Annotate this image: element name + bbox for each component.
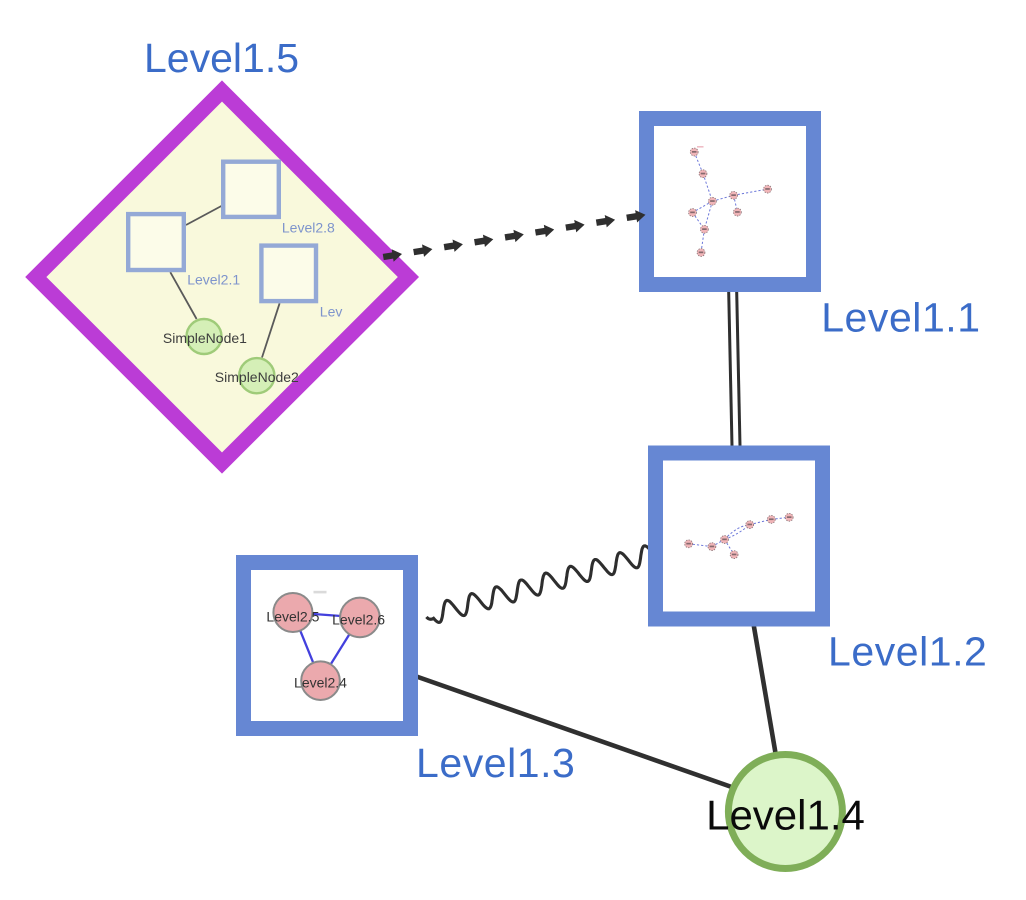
svg-text:Level2.6: Level2.6 [332, 612, 385, 628]
svg-text:Level2.5: Level2.5 [266, 609, 319, 625]
svg-text:Level2.1: Level2.1 [187, 272, 240, 288]
svg-text:Level1.3: Level1.3 [416, 740, 575, 786]
svg-text:Level1.5: Level1.5 [144, 35, 299, 81]
svg-text:Level1.1: Level1.1 [821, 294, 980, 340]
svg-text:Level1.4: Level1.4 [706, 792, 865, 839]
svg-text:Level1.2: Level1.2 [828, 629, 987, 675]
svg-text:SimpleNode1: SimpleNode1 [163, 330, 247, 346]
svg-text:Lev: Lev [320, 304, 343, 320]
svg-text:SimpleNode2: SimpleNode2 [215, 369, 299, 385]
svg-text:Level2.8: Level2.8 [282, 219, 335, 235]
svg-text:Level2.4: Level2.4 [294, 674, 347, 690]
